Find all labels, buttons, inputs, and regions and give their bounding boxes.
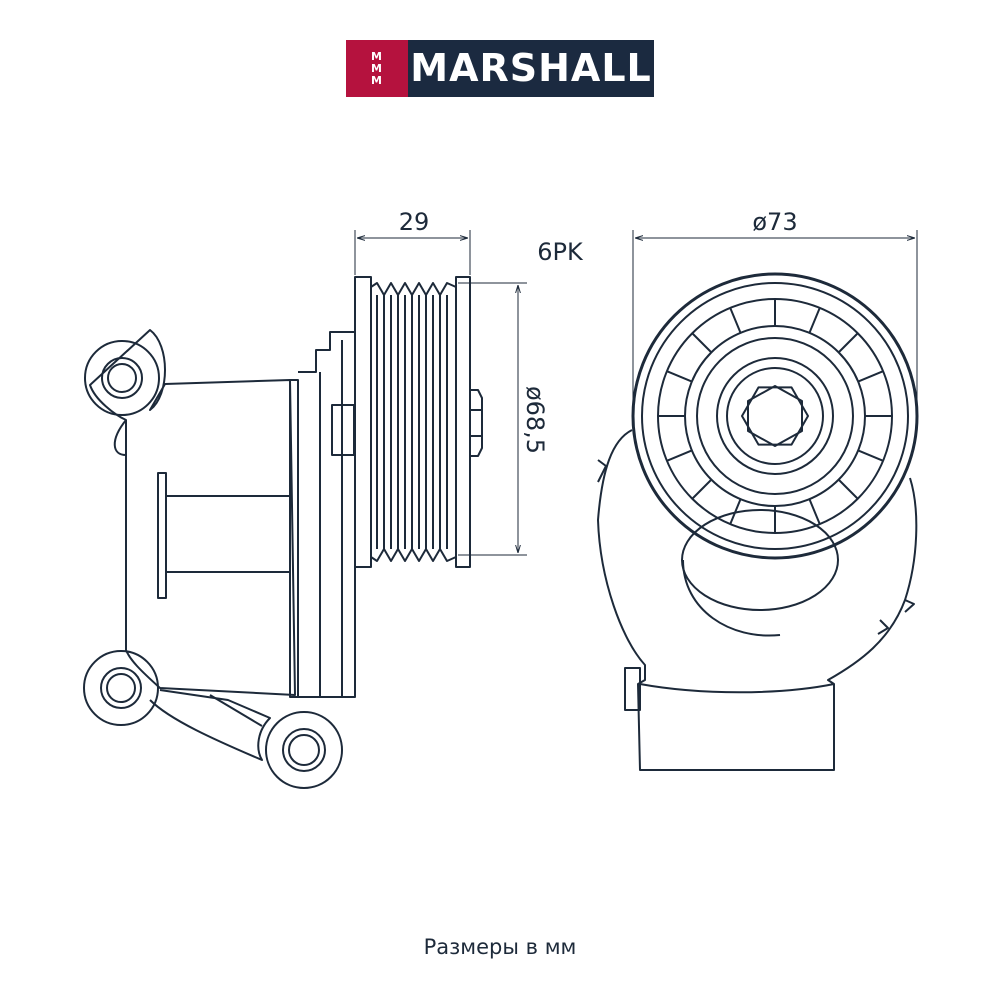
pulley-inner-rim — [641, 282, 909, 550]
arm-base-curve — [639, 683, 835, 694]
hub-ring-1 — [696, 337, 854, 495]
pulley-spoke — [808, 498, 821, 525]
pulley-diameter-label: ø68,5 — [521, 386, 549, 454]
pulley-spoke — [837, 478, 859, 500]
pulley-spoke-ring-inner — [684, 325, 866, 507]
outer-diameter-label: ø73 — [752, 208, 797, 236]
pulley-spoke — [837, 332, 859, 354]
bracket-arm-edge — [209, 694, 263, 727]
hex-nut-inner — [747, 385, 803, 447]
logo-mark: M M M — [346, 40, 408, 97]
dimension-pulley-diameter: ø68,5 — [458, 282, 549, 556]
belt-profile-label: 6PK — [537, 238, 584, 266]
pulley-spoke — [857, 449, 884, 462]
bracket-outline — [89, 329, 296, 696]
tensioner-arm — [597, 429, 918, 771]
dimension-outer-diameter: ø73 — [632, 208, 918, 410]
pulley-outer-rim — [631, 272, 919, 560]
logo-mark-line: M — [371, 73, 383, 87]
hub-ring-2 — [716, 357, 834, 475]
pulley-spoke — [666, 449, 693, 462]
arm-notch-right — [904, 599, 915, 613]
bracket-arm — [149, 689, 271, 761]
marshall-logo: M M M MARSHALL — [346, 40, 654, 97]
body-flange — [157, 472, 167, 599]
bolt-head — [470, 389, 483, 457]
logo-wordmark: MARSHALL — [408, 40, 654, 97]
units-caption: Размеры в мм — [423, 935, 577, 959]
hub-ring-3 — [726, 367, 824, 465]
body-inner-lines — [319, 340, 343, 697]
pulley-side — [354, 276, 483, 568]
mount-eye-top — [84, 340, 160, 416]
arm-notch-left — [597, 459, 607, 483]
pulley-spoke — [691, 478, 713, 500]
mount-eye-bottom — [83, 650, 159, 726]
front-view: ø73 — [597, 208, 919, 771]
arm-boss-lower — [682, 559, 781, 637]
mount-eye-lower-right — [265, 711, 343, 789]
width-label: 29 — [399, 208, 430, 236]
pulley-spoke — [857, 370, 884, 383]
dimension-width: 29 — [354, 208, 471, 275]
arm-boss — [681, 509, 839, 611]
pulley-spoke — [729, 498, 742, 525]
pulley-spoke — [808, 307, 821, 334]
pulley-spoke — [729, 307, 742, 334]
side-view: 29 ø68,5 6PK — [83, 208, 584, 789]
arm-notch-right2 — [877, 619, 889, 635]
pulley-spokes — [658, 299, 892, 533]
arm-stop — [624, 667, 641, 711]
body-step — [298, 331, 356, 698]
pulley-spoke — [691, 332, 713, 354]
logo-mark-line: M — [371, 49, 383, 63]
logo-mark-line: M — [371, 61, 383, 75]
hex-nut — [741, 386, 809, 446]
pulley-spoke — [666, 370, 693, 383]
bracket-rib — [113, 419, 127, 456]
